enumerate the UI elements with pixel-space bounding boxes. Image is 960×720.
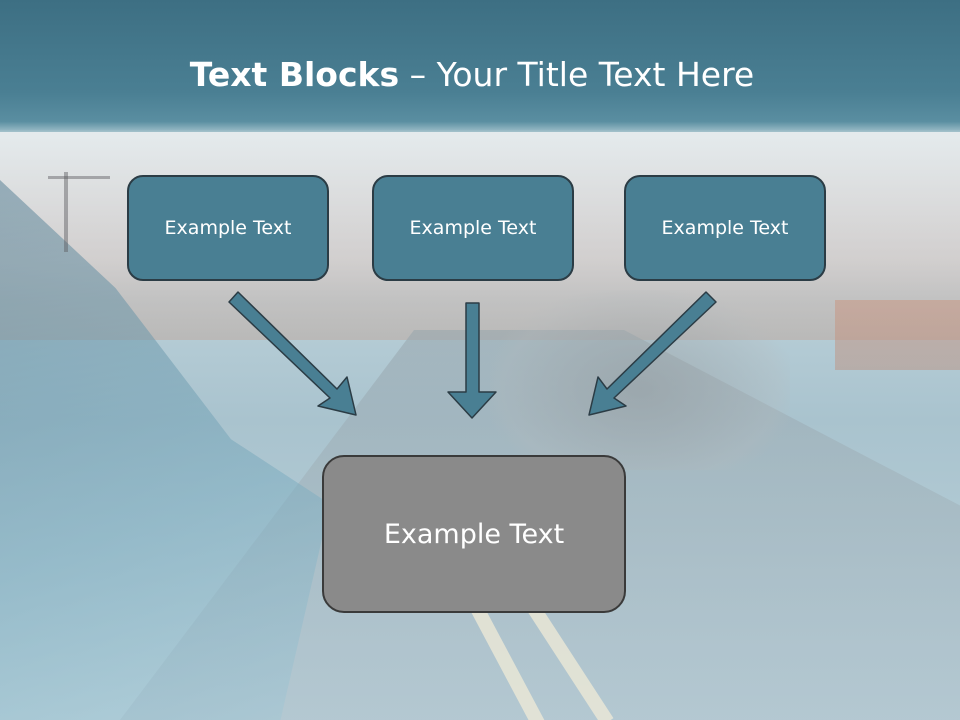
arrow-left-icon[interactable] (228, 291, 357, 416)
text-block-result-label: Example Text (383, 518, 565, 550)
background-utility-pole (64, 172, 68, 252)
background-passing-car (490, 290, 790, 470)
text-block-1[interactable]: Example Text (127, 175, 329, 281)
text-block-result[interactable]: Example Text (322, 455, 626, 613)
text-block-2-label: Example Text (409, 217, 537, 239)
text-block-2[interactable]: Example Text (372, 175, 574, 281)
slide-title[interactable]: Text Blocks – Your Title Text Here (0, 52, 944, 98)
slide-title-rest: – Your Title Text Here (399, 55, 755, 94)
text-block-1-label: Example Text (164, 217, 292, 239)
text-block-3-label: Example Text (661, 217, 789, 239)
title-band (0, 0, 960, 132)
arrow-right-icon[interactable] (588, 291, 717, 416)
text-block-3[interactable]: Example Text (624, 175, 826, 281)
background-buildings (835, 300, 960, 370)
background-utility-pole-bar (48, 176, 110, 179)
slide-title-bold: Text Blocks (189, 55, 400, 94)
arrow-down-icon[interactable] (447, 302, 497, 419)
